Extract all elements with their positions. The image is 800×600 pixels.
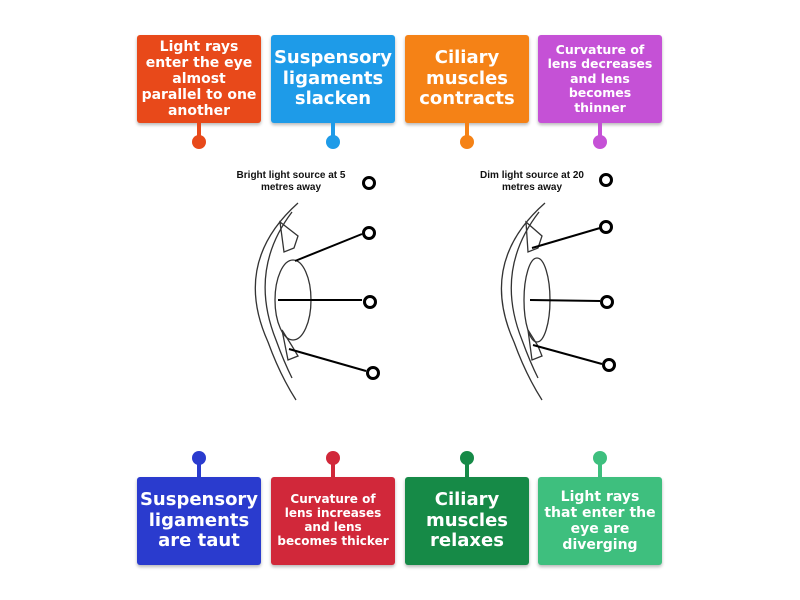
tile-stem <box>598 123 602 137</box>
tile-lens-thinner[interactable]: Curvature of lens decreases and lens bec… <box>538 35 662 123</box>
right-eye-diagram <box>500 202 603 401</box>
drop-target-left-caption[interactable] <box>362 176 376 190</box>
tile-connector-dot <box>192 451 206 465</box>
tile-ciliary-contracts[interactable]: Ciliary muscles contracts <box>405 35 529 123</box>
tile-light-rays-diverging[interactable]: Light rays that enter the eye are diverg… <box>538 477 662 565</box>
drop-target-right-middle[interactable] <box>600 295 614 309</box>
left-eye-diagram <box>254 202 367 401</box>
tile-connector-dot <box>593 451 607 465</box>
tile-stem <box>197 123 201 137</box>
drop-target-right-caption[interactable] <box>599 173 613 187</box>
tile-ciliary-relaxes[interactable]: Ciliary muscles relaxes <box>405 477 529 565</box>
tile-suspensory-slacken[interactable]: Suspensory ligaments slacken <box>271 35 395 123</box>
tile-connector-dot <box>326 451 340 465</box>
drop-target-left-lower[interactable] <box>366 366 380 380</box>
tile-lens-thicker[interactable]: Curvature of lens increases and lens bec… <box>271 477 395 565</box>
drop-target-right-lower[interactable] <box>602 358 616 372</box>
left-diagram-caption: Bright light source at 5 metres away <box>236 170 346 193</box>
tile-stem <box>331 123 335 137</box>
drop-target-right-upper[interactable] <box>599 220 613 234</box>
tile-stem <box>465 123 469 137</box>
tile-stem <box>465 463 469 477</box>
tile-suspensory-taut[interactable]: Suspensory ligaments are taut <box>137 477 261 565</box>
tile-stem <box>331 463 335 477</box>
drop-target-left-upper[interactable] <box>362 226 376 240</box>
tile-connector-dot <box>326 135 340 149</box>
tile-connector-dot <box>460 451 474 465</box>
right-diagram-caption: Dim light source at 20 metres away <box>480 170 584 193</box>
tile-light-rays-parallel[interactable]: Light rays enter the eye almost parallel… <box>137 35 261 123</box>
tile-connector-dot <box>192 135 206 149</box>
tile-stem <box>197 463 201 477</box>
tile-connector-dot <box>593 135 607 149</box>
tile-connector-dot <box>460 135 474 149</box>
drop-target-left-middle[interactable] <box>363 295 377 309</box>
tile-stem <box>598 463 602 477</box>
